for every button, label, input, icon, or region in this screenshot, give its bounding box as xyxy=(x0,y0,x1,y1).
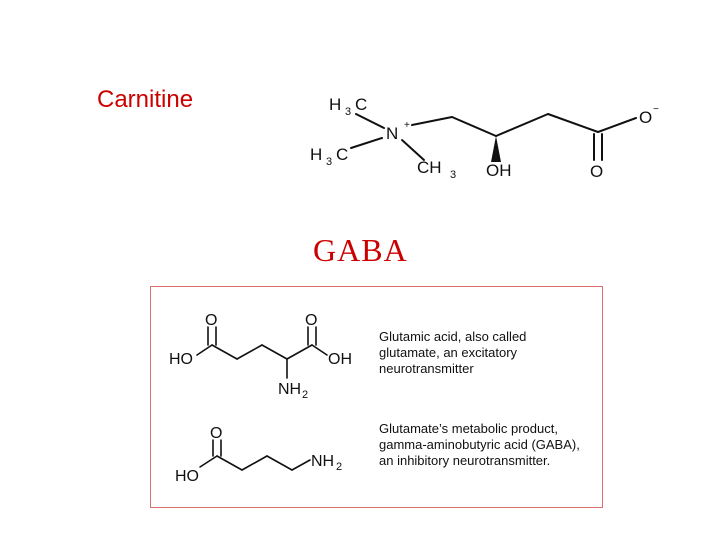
wedge-bond xyxy=(491,136,501,162)
glu-oh: OH xyxy=(328,351,352,368)
ch3-1-sub: 3 xyxy=(345,106,351,118)
bond-n-ch3-3 xyxy=(401,139,425,161)
gaba-o: O xyxy=(210,425,222,442)
nitrogen-charge: + xyxy=(404,120,410,131)
glu-o2: O xyxy=(305,312,317,329)
nitrogen-label: N xyxy=(386,124,398,143)
ch3-3-label: CH xyxy=(417,158,442,177)
glu-ho: HO xyxy=(169,351,193,368)
o-minus-charge: − xyxy=(653,104,659,115)
glu-o1: O xyxy=(205,312,217,329)
structures-panel xyxy=(150,286,603,508)
bond-n-ch2 xyxy=(411,116,453,126)
gaba-ho: HO xyxy=(175,468,199,485)
gaba-nh-sub: 2 xyxy=(336,461,342,473)
ch3-1-h: H xyxy=(329,95,341,114)
o-double-label: O xyxy=(590,162,603,181)
o-minus-label: O xyxy=(639,108,652,127)
glu-nh-sub: 2 xyxy=(302,389,308,401)
glu-nh: NH xyxy=(278,381,301,398)
ch3-3-sub: 3 xyxy=(450,169,456,181)
bond-ch2-choh xyxy=(451,116,497,137)
carnitine-title: Carnitine xyxy=(97,86,194,113)
gaba-title: GABA xyxy=(313,232,408,268)
bond-ch3-n-2 xyxy=(350,137,383,149)
bond-ch3-n-1 xyxy=(355,113,385,129)
ch3-2-sub: 3 xyxy=(326,156,332,168)
glutamate-description: Glutamic acid, also called glutamate, an… xyxy=(379,329,527,376)
ch3-2-c: C xyxy=(336,145,348,164)
hydroxyl-label: OH xyxy=(486,161,512,180)
gaba-nh: NH xyxy=(311,453,334,470)
ch3-1-c: C xyxy=(355,95,367,114)
bond-choh-ch2 xyxy=(495,113,549,137)
bond-c-o-minus xyxy=(597,117,637,133)
ch3-2-h: H xyxy=(310,145,322,164)
bond-ch2-c xyxy=(547,113,599,133)
gaba-description: Glutamate’s metabolic product, gamma-ami… xyxy=(379,421,580,468)
